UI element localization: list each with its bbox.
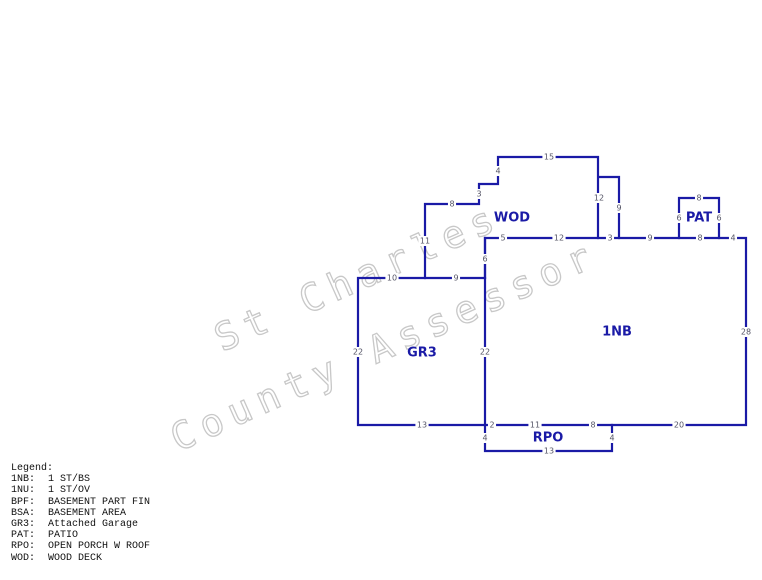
legend-code: PAT: xyxy=(11,530,36,542)
legend-row: WOD: WOOD DECK xyxy=(11,553,150,564)
legend-desc: BASEMENT PART FIN xyxy=(48,496,151,508)
dim-wod-bottom-left: 5 xyxy=(500,234,505,243)
dimension-label-backing xyxy=(728,233,738,243)
legend-row: 1NU: 1 ST/OV xyxy=(11,485,150,496)
dim-nb-top-right: 4 xyxy=(730,234,735,243)
dimension-label-backing xyxy=(498,233,508,243)
legend-row: GR3: Attached Garage xyxy=(11,519,150,530)
dim-rpo-top-b: 8 xyxy=(590,421,595,430)
dimension-label-backing xyxy=(588,420,598,430)
dimension-label-backing xyxy=(385,273,399,283)
dimension-label-backing xyxy=(351,347,365,357)
legend-row: BSA: BASEMENT AREA xyxy=(11,508,150,519)
dim-wod-bottom-mid: 12 xyxy=(554,234,564,243)
dimension-label-backing xyxy=(645,233,655,243)
area-label-rpo: RPO xyxy=(533,431,564,446)
dim-nb-bottom: 20 xyxy=(674,421,684,430)
dimension-label-backing xyxy=(605,233,615,243)
legend-desc: WOOD DECK xyxy=(48,552,103,564)
nb-outline xyxy=(483,236,748,427)
dimension-label-backing xyxy=(418,236,432,246)
dim-gr3-right: 22 xyxy=(480,348,490,357)
legend-code: BSA: xyxy=(11,507,36,519)
legend-code: BPF: xyxy=(11,496,36,508)
dim-gr3-bottom: 13 xyxy=(417,421,427,430)
dim-wod-step-lower: 3 xyxy=(476,190,481,199)
dimension-label-backing xyxy=(695,233,705,243)
dim-pat-top: 8 xyxy=(696,194,701,203)
dim-wod-left-top: 8 xyxy=(449,200,454,209)
dimension-label-backing xyxy=(474,189,484,199)
legend-code: RPO: xyxy=(11,541,36,553)
dim-gr3-top-right: 9 xyxy=(453,274,458,283)
legend-desc: Attached Garage xyxy=(48,519,139,531)
dimension-label-backing xyxy=(694,193,704,203)
dim-pat-left: 6 xyxy=(676,214,681,223)
sketch-outlines xyxy=(356,155,748,453)
dimension-labels: 15 4 3 8 11 12 9 5 12 3 9 8 6 6 8 4 6 10… xyxy=(351,152,753,456)
dimension-label-backing xyxy=(493,166,503,176)
dim-gr3-left: 22 xyxy=(353,348,363,357)
legend-code: 1NU: xyxy=(11,485,36,497)
dimension-label-backing xyxy=(451,273,461,283)
dimension-label-backing xyxy=(542,152,556,162)
dim-pat-right: 6 xyxy=(716,214,721,223)
legend-title: Legend: xyxy=(11,463,54,474)
legend-code: 1NB: xyxy=(11,474,36,486)
legend-row: RPO: OPEN PORCH W ROOF xyxy=(11,541,150,552)
dim-wod-left-side: 11 xyxy=(420,237,430,246)
legend-desc: OPEN PORCH W ROOF xyxy=(48,541,151,553)
dim-gr3-top-left: 10 xyxy=(387,274,397,283)
dimension-label-backing xyxy=(552,233,566,243)
legend-desc: 1 ST/OV xyxy=(48,485,91,497)
legend-row: BPF: BASEMENT PART FIN xyxy=(11,497,150,508)
dimension-label-backing xyxy=(614,203,624,213)
dim-wod-top: 15 xyxy=(544,153,554,162)
area-label-pat: PAT xyxy=(686,211,712,226)
area-label-1nb: 1NB xyxy=(602,325,632,340)
dimension-label-backing xyxy=(528,420,542,430)
dimension-label-backing xyxy=(592,193,606,203)
dimension-label-backing xyxy=(487,420,497,430)
dimension-label-backing xyxy=(478,347,492,357)
dim-rpo-left: 4 xyxy=(482,434,487,443)
legend-desc: 1 ST/BS xyxy=(48,474,91,486)
dimension-label-backing xyxy=(739,327,753,337)
dimension-label-backing xyxy=(480,254,490,264)
dimension-label-backing xyxy=(714,213,724,223)
dim-rpo-top-a: 11 xyxy=(530,421,540,430)
legend-row: PAT: PATIO xyxy=(11,530,150,541)
dim-wod-bottom-right: 3 xyxy=(607,234,612,243)
dimension-label-backing xyxy=(480,433,490,443)
legend-code: GR3: xyxy=(11,519,36,531)
dim-nb-top-a: 9 xyxy=(647,234,652,243)
dim-nb-jog: 6 xyxy=(482,255,487,264)
legend-code: WOD: xyxy=(11,552,36,564)
dimension-label-backing xyxy=(447,199,457,209)
legend: Legend: 1NB: 1 ST/BS 1NU: 1 ST/OV BPF: BASE… xyxy=(11,463,150,564)
dimension-label-backing xyxy=(674,213,684,223)
dim-wod-step-upper: 4 xyxy=(495,167,500,176)
legend-row: 1NB: 1 ST/BS xyxy=(11,474,150,485)
dimension-label-backing xyxy=(672,420,686,430)
dimension-label-backing xyxy=(415,420,429,430)
dimension-label-backing xyxy=(607,433,617,443)
dim-wod-right-offset: 9 xyxy=(616,204,621,213)
dimension-label-backing xyxy=(542,446,556,456)
legend-desc: PATIO xyxy=(48,530,79,542)
dim-rpo-right: 4 xyxy=(609,434,614,443)
dim-rpo-bottom: 13 xyxy=(544,447,554,456)
area-label-wod: WOD xyxy=(494,211,530,226)
dim-wod-right-side: 12 xyxy=(594,194,604,203)
dim-rpo-notch: 2 xyxy=(489,421,494,430)
legend-desc: BASEMENT AREA xyxy=(48,507,127,519)
dim-pat-bottom: 8 xyxy=(697,234,702,243)
dim-nb-right: 28 xyxy=(741,328,751,337)
area-label-gr3: GR3 xyxy=(407,346,437,361)
area-labels: WOD PAT 1NB GR3 RPO xyxy=(407,211,712,446)
